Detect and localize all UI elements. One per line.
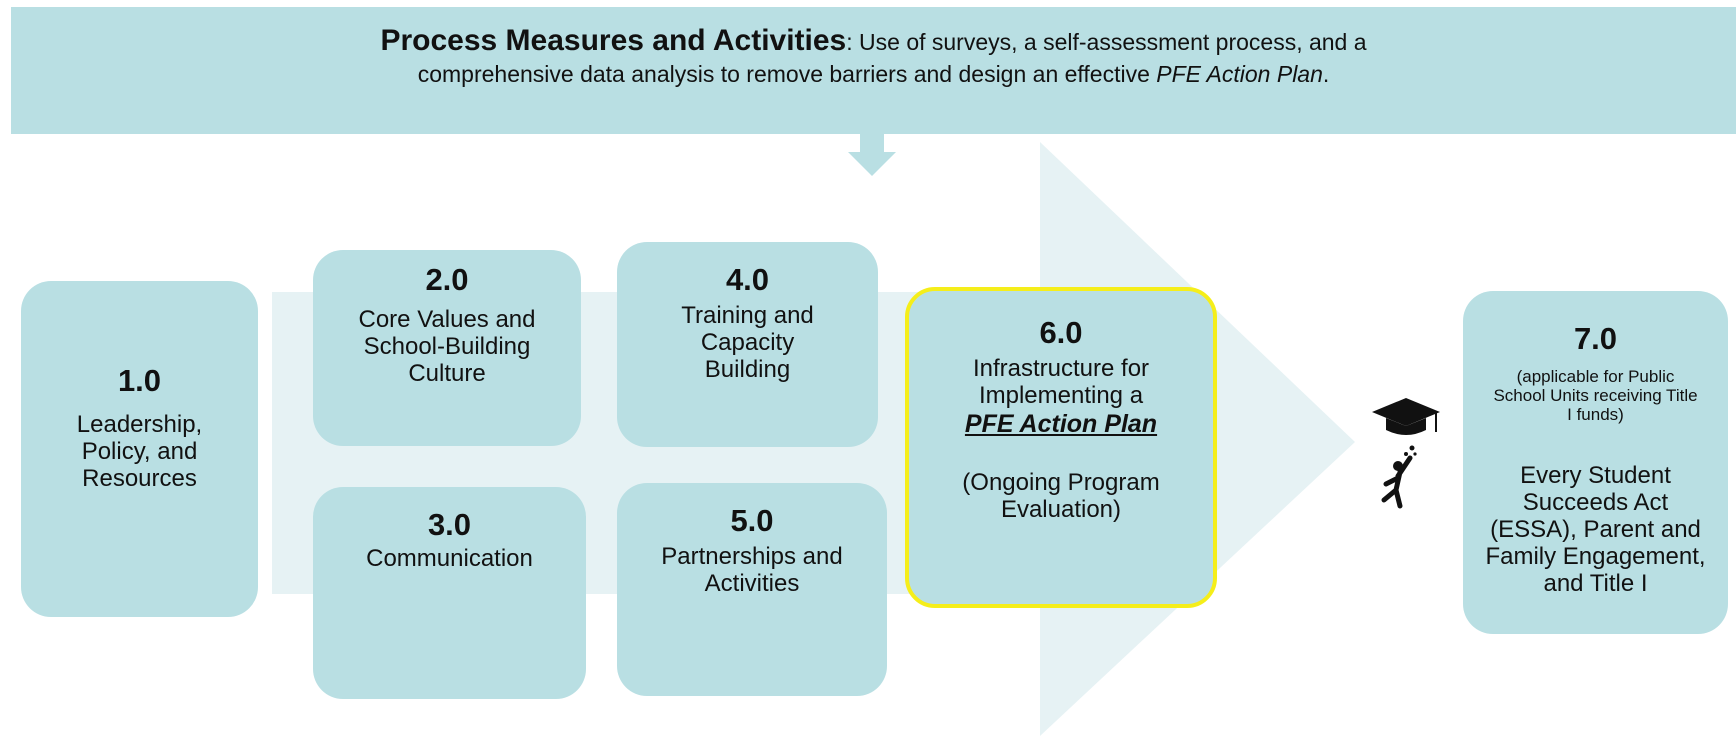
box-number: 5.0 [730, 503, 774, 538]
box-label-line: Implementing a [978, 382, 1144, 409]
box-label-line: Leadership, [76, 411, 203, 438]
box-label-line: (Ongoing Program [962, 469, 1160, 496]
box-label-line: Culture [408, 360, 486, 387]
header-text: Process Measures and Activities: Use of … [11, 25, 1736, 90]
header-desc-2: comprehensive data analysis to remove ba… [417, 61, 1150, 87]
box-1-leadership: 1.0 Leadership, Policy, and Resources [21, 281, 258, 617]
box-label-line: Evaluation) [1000, 496, 1122, 523]
box-5-partnerships: 5.0 Partnerships and Activities [617, 483, 887, 696]
box-label-line: Training and [681, 302, 814, 329]
box-label-line: (ESSA), Parent and [1490, 516, 1701, 543]
box-number: 1.0 [117, 363, 162, 398]
box-note-line: (applicable for Public [1516, 367, 1675, 386]
box-label-line: School-Building [363, 333, 531, 360]
box-3-communication: 3.0 Communication [313, 487, 586, 699]
box-label-line: and Title I [1543, 570, 1648, 597]
box-7-essa: 7.0 (applicable for Public School Units … [1463, 291, 1728, 634]
down-arrow-icon [848, 134, 896, 176]
graduation-cap-student-icon [1372, 398, 1440, 509]
box-number: 7.0 [1573, 321, 1618, 356]
box-label-line: Policy, and [81, 438, 198, 465]
box-label-line: Infrastructure for [972, 355, 1150, 382]
header-title: Process Measures and Activities [380, 24, 847, 57]
header-desc-1: : Use of surveys, a self-assessment proc… [846, 29, 1367, 55]
box-label-line: Family Engagement, [1485, 543, 1706, 570]
box-label-line: Core Values and [358, 306, 536, 333]
box-label-line: Capacity [700, 329, 795, 356]
box-label-line: Communication [366, 545, 533, 572]
header-banner: Process Measures and Activities: Use of … [11, 7, 1736, 134]
box-4-training: 4.0 Training and Capacity Building [617, 242, 878, 447]
box-label-line: Every Student [1520, 462, 1671, 489]
box-label-line: Building [704, 356, 791, 383]
box-number: 2.0 [425, 262, 469, 297]
box-note-line: I funds) [1567, 405, 1624, 424]
box-6-infrastructure: 6.0 Infrastructure for Implementing a PF… [905, 287, 1217, 608]
box-number: 6.0 [1039, 315, 1083, 350]
box-label-line: Activities [704, 570, 800, 597]
box-number: 4.0 [725, 262, 770, 297]
box-label-line: Partnerships and [661, 543, 843, 570]
box-2-core-values: 2.0 Core Values and School-Building Cult… [313, 250, 581, 446]
box-note-line: School Units receiving Title [1493, 386, 1698, 405]
pfe-action-plan-label: PFE Action Plan [964, 410, 1158, 438]
header-desc-italic: PFE Action Plan [1156, 61, 1323, 87]
box-label-line: Resources [82, 465, 197, 492]
header-desc-end: . [1322, 61, 1330, 87]
box-label-line: Succeeds Act [1522, 489, 1669, 516]
box-number: 3.0 [427, 507, 472, 542]
